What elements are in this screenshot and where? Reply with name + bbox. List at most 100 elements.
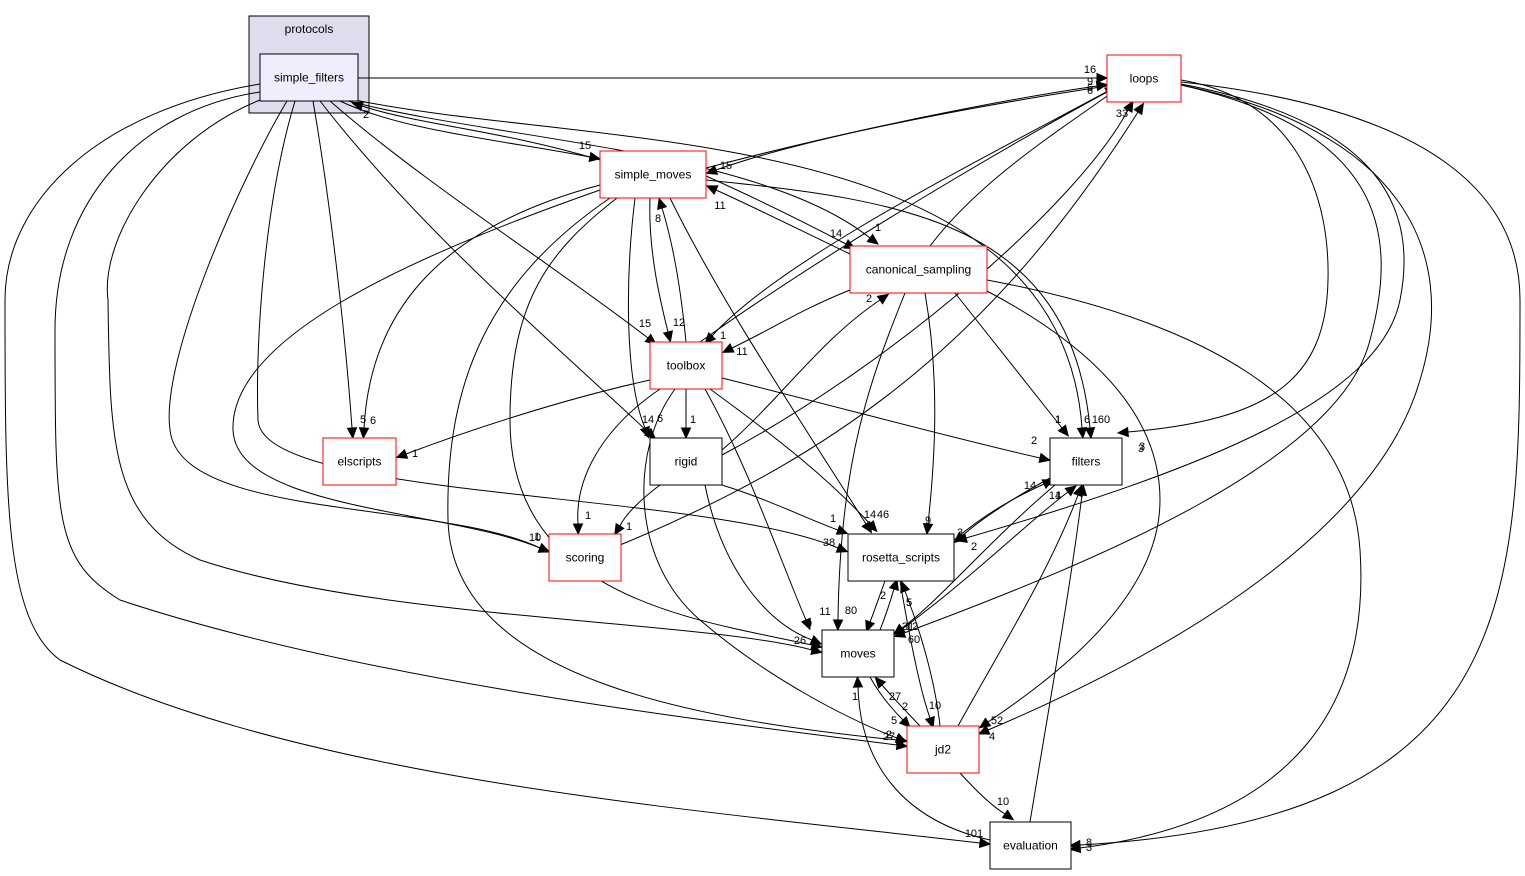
edge-label[interactable]: 8 (655, 213, 661, 225)
edge-rigid-to-rosetta_scripts[interactable]: 1 (721, 484, 849, 535)
node-jd2[interactable]: jd2 (906, 725, 980, 774)
edge-label[interactable]: 14 (1024, 480, 1036, 492)
edge-label[interactable]: 1 (690, 414, 696, 426)
edge-toolbox-to-simple_moves[interactable]: 8 (655, 197, 687, 343)
edge-simple_moves-to-moves[interactable]: 80 (509, 197, 857, 651)
edge-label[interactable]: 1 (852, 691, 858, 703)
edge-canonical_sampling-to-evaluation[interactable]: 8 (986, 279, 1362, 854)
edge-rosetta_scripts-to-moves[interactable]: 2 (865, 580, 886, 633)
edge-simple_moves-to-rigid[interactable]: 6 (627, 197, 663, 439)
edge-simple_moves-to-simple_filters[interactable]: 2 (351, 101, 601, 161)
edge-label[interactable]: 1 (720, 330, 726, 342)
edge-scoring-to-loops[interactable]: 3 (619, 102, 1145, 546)
edge-label[interactable]: 1 (626, 521, 632, 533)
node-scoring[interactable]: scoring (548, 533, 622, 582)
edge-label[interactable]: 11 (714, 200, 725, 212)
edge-label[interactable]: 4 (989, 731, 995, 743)
edge-loops-to-toolbox[interactable]: 1 (704, 89, 1111, 345)
edge-label[interactable]: 6 (657, 413, 663, 425)
edge-label[interactable]: 10 (997, 796, 1009, 808)
edge-label[interactable]: 6 (1087, 82, 1093, 94)
edge-label[interactable]: 5 (891, 715, 897, 727)
edge-simple_moves-to-loops[interactable]: 9 (705, 76, 1109, 169)
edge-moves-to-filters[interactable]: 14 (893, 485, 1077, 636)
edge-label[interactable]: 6 (370, 415, 376, 427)
edge-label[interactable]: 2 (886, 729, 892, 741)
edge-simple_filters-to-toolbox[interactable]: 15 (329, 100, 657, 345)
edge-label[interactable]: 2 (880, 590, 886, 602)
edge-label[interactable]: 33 (1116, 108, 1128, 120)
edge-toolbox-to-rigid[interactable]: 1 (680, 389, 697, 440)
edge-simple_filters-to-moves[interactable]: 26 (106, 99, 823, 655)
edge-simple_filters-to-loops[interactable]: 16 (358, 64, 1109, 84)
node-simple_filters[interactable]: simple_filters (259, 53, 359, 102)
node-toolbox[interactable]: toolbox (649, 341, 723, 390)
edge-simple_moves-to-elscripts[interactable]: 6 (358, 184, 601, 440)
edge-label[interactable]: 6 (1087, 85, 1093, 97)
edge-rosetta_scripts-to-filters[interactable]: 14 (953, 479, 1055, 541)
edge-label[interactable]: 1 (1055, 414, 1061, 426)
edge-jd2-to-evaluation[interactable]: 10 (959, 772, 1015, 821)
edge-label[interactable]: 3 (1086, 842, 1092, 854)
edge-label[interactable]: 1 (1055, 414, 1061, 426)
edge-label[interactable]: 3 (1138, 443, 1144, 455)
edge-loops-to-moves[interactable]: 60 (893, 84, 1382, 646)
edge-label[interactable]: 15 (720, 160, 732, 172)
edge-simple_filters-to-rosetta_scripts[interactable]: 38 (256, 100, 849, 553)
edge-label[interactable]: 14 (1049, 490, 1061, 502)
edge-canonical_sampling-to-filters[interactable]: 1 (954, 292, 1069, 437)
edge-canonical_sampling-to-toolbox[interactable]: 11 (721, 289, 851, 358)
edge-jd2-to-moves[interactable]: 27 (874, 676, 921, 727)
edge-jd2-to-rosetta_scripts[interactable]: 5 (900, 580, 941, 727)
edge-simple_moves-to-toolbox[interactable]: 12 (649, 197, 685, 343)
edge-label[interactable]: 12 (673, 317, 685, 329)
edge-label[interactable]: 2 (1031, 435, 1037, 447)
edge-label[interactable]: 52 (991, 715, 1003, 727)
edge-simple_filters-to-filters[interactable]: 6 (354, 99, 1090, 440)
node-rigid[interactable]: rigid (649, 437, 723, 486)
node-canonical_sampling[interactable]: canonical_sampling (849, 245, 988, 294)
node-evaluation[interactable]: evaluation (989, 821, 1072, 870)
edge-label[interactable]: 1 (585, 510, 591, 522)
edge-label[interactable]: 16 (1084, 64, 1096, 76)
edge-label[interactable]: 10 (529, 532, 541, 544)
edge-label[interactable]: 8 (1086, 837, 1092, 849)
node-filters[interactable]: filters (1049, 437, 1123, 486)
edge-label[interactable]: 11 (819, 606, 830, 618)
edge-label[interactable]: 46 (877, 509, 889, 521)
edge-label[interactable]: 1 (412, 448, 418, 460)
edge-label[interactable]: 1 (534, 531, 540, 543)
edge-label[interactable]: 14 (864, 509, 876, 521)
edge-label[interactable]: 3 (1139, 441, 1145, 453)
edge-label[interactable]: 14 (642, 414, 654, 426)
node-moves[interactable]: moves (821, 629, 895, 678)
edge-label[interactable]: 14 (830, 228, 842, 240)
edge-label[interactable]: 3 (957, 527, 963, 539)
edge-label[interactable]: 15 (639, 318, 651, 330)
edge-simple_moves-to-filters[interactable]: 160 (705, 179, 1110, 440)
edge-canonical_sampling-to-jd2[interactable]: 52 (978, 289, 1161, 729)
edge-toolbox-to-scoring[interactable]: 1 (572, 388, 661, 536)
edge-label[interactable]: 11 (736, 346, 747, 358)
edge-canonical_sampling-to-simple_moves[interactable]: 11 (705, 185, 851, 255)
edge-label[interactable]: 2 (363, 109, 369, 121)
edge-loops-to-evaluation[interactable]: 3 (1068, 81, 1521, 854)
edge-label[interactable]: 1 (1055, 490, 1061, 502)
edge-canonical_sampling-to-rosetta_scripts[interactable]: 9 (922, 292, 936, 536)
node-loops[interactable]: loops (1106, 54, 1182, 103)
edge-toolbox-to-rosetta_scripts[interactable]: 14 (709, 388, 878, 533)
node-elscripts[interactable]: elscripts (322, 437, 397, 486)
edge-label[interactable]: 9 (925, 515, 931, 527)
edge-label[interactable]: 2 (902, 701, 908, 713)
edge-label[interactable]: 1 (875, 222, 881, 234)
node-simple_moves[interactable]: simple_moves (599, 150, 707, 199)
edge-toolbox-to-filters[interactable]: 2 (721, 377, 1051, 464)
edge-label[interactable]: 27 (889, 691, 901, 703)
edge-toolbox-to-moves[interactable]: 11 (704, 388, 831, 631)
edge-label[interactable]: 10 (929, 700, 941, 712)
edge-evaluation-to-moves[interactable]: 1 (852, 675, 991, 841)
edge-label[interactable]: 5 (360, 414, 366, 426)
edge-simple_filters-to-simple_moves[interactable]: 15 (339, 100, 602, 163)
edge-toolbox-to-elscripts[interactable]: 1 (395, 379, 651, 460)
edge-moves-to-jd2[interactable]: 5 (869, 676, 911, 729)
